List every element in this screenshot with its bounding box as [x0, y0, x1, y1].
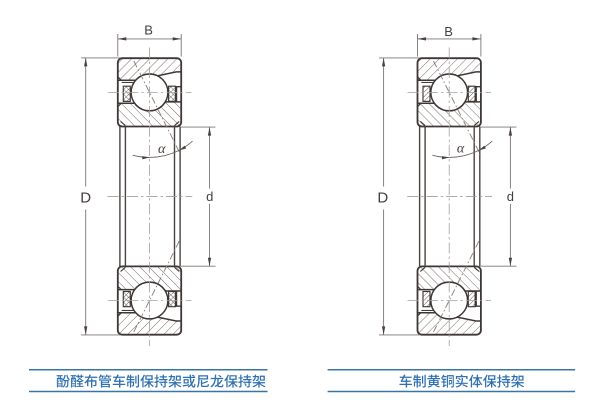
svg-text:α: α: [457, 142, 465, 157]
svg-text:d: d: [507, 189, 514, 204]
svg-text:B: B: [444, 24, 453, 39]
svg-text:D: D: [80, 189, 91, 206]
svg-text:α: α: [158, 142, 166, 157]
svg-text:B: B: [144, 23, 153, 38]
svg-text:d: d: [206, 189, 213, 204]
svg-text:D: D: [377, 189, 388, 206]
